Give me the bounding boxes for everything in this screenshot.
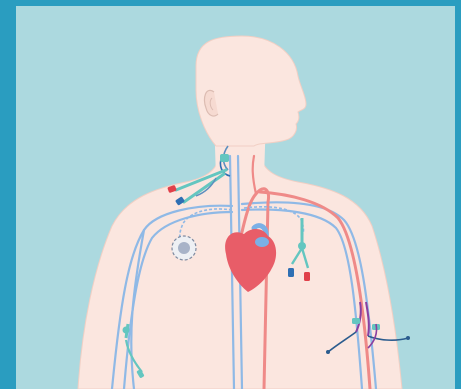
vascular-access-illustration [16, 6, 455, 389]
right-atrium-highlight [255, 237, 269, 247]
diagram-panel [16, 6, 455, 389]
